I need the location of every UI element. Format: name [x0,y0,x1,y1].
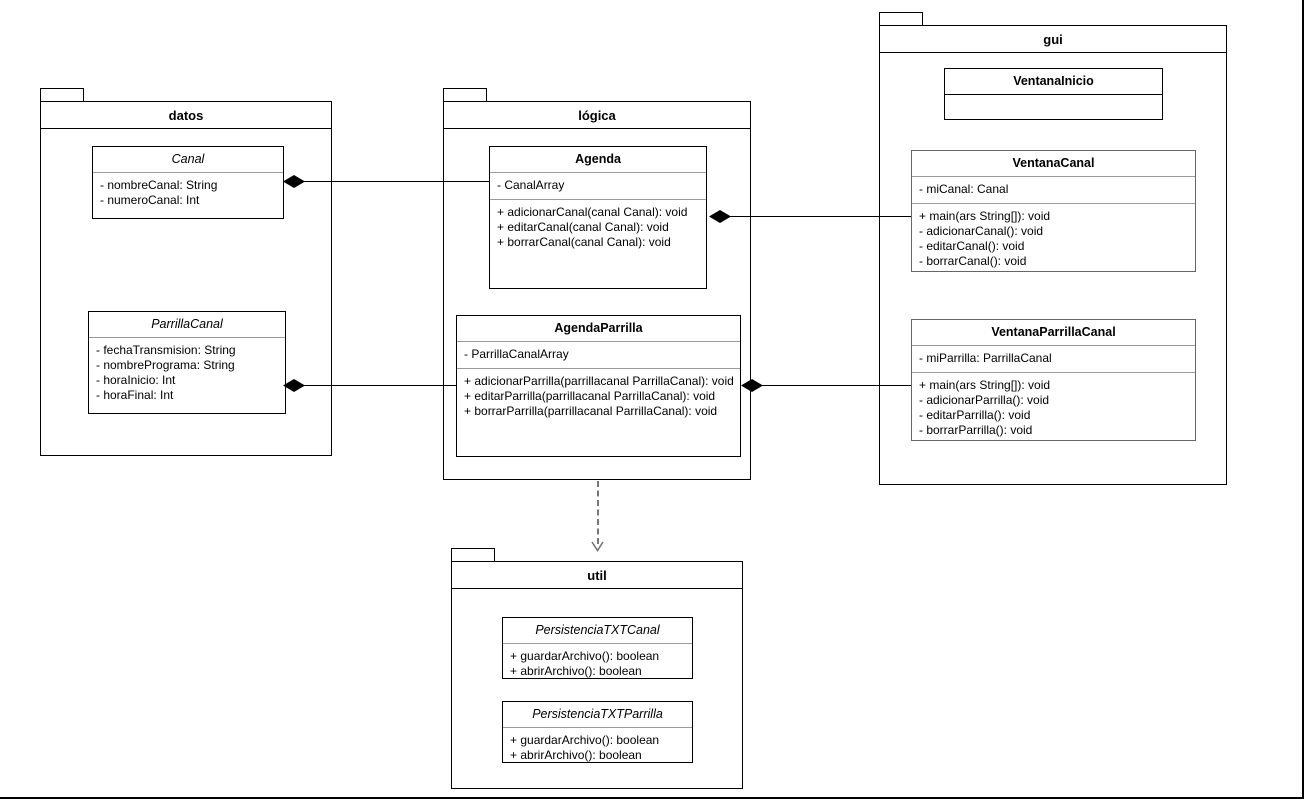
class-operation: + abrirArchivo(): boolean [510,664,642,678]
package-util[interactable]: util PersistenciaTXTCanal + guardarArchi… [451,548,743,789]
class-name-agenda: Agenda [575,152,621,166]
class-attribute: - horaInicio: Int [96,373,176,387]
package-title-datos: datos [41,102,331,129]
package-title-util: util [452,562,742,589]
class-attribute: - miParrilla: ParrillaCanal [919,351,1052,365]
class-attributes-ventanainicio [945,95,1162,120]
class-operation: - editarParrilla(): void [919,408,1031,422]
class-separator [93,172,283,173]
arrow-head-icon [591,541,604,552]
class-canal[interactable]: Canal - nombreCanal: String - numeroCana… [92,146,284,219]
class-operations-agendaparrilla: + adicionarParrilla(parrillacanal Parril… [457,369,740,425]
class-operation: + main(ars String[]): void [919,378,1051,392]
package-datos[interactable]: datos Canal - nombreCanal: String - nume… [40,88,332,456]
composition-diamond-parrillacanal [283,379,305,392]
class-parrillacanal[interactable]: ParrillaCanal - fechaTransmision: String… [88,311,286,414]
class-attribute: - miCanal: Canal [919,182,1009,196]
class-attributes-canal: - nombreCanal: String - numeroCanal: Int [93,173,283,214]
class-name-canal: Canal [171,152,205,166]
class-separator [457,368,740,369]
class-separator [945,94,1162,95]
class-operation: - borrarCanal(): void [919,254,1027,268]
class-separator [912,372,1195,373]
class-attributes-agenda: - CanalArray [490,173,706,199]
composition-diamond-canal [283,175,305,188]
class-operation: - editarCanal(): void [919,239,1025,253]
class-separator [503,727,692,728]
class-name-agendaparrilla: AgendaParrilla [554,321,643,335]
class-attributes-ventanaparrillacanal: - miParrilla: ParrillaCanal [912,346,1195,372]
composition-diamond-agenda [709,210,731,223]
package-tab-gui [879,12,923,26]
class-attributes-agendaparrilla: - ParrillaCanalArray [457,342,740,368]
package-tab-logica [443,88,487,102]
class-operation: - adicionarParrilla(): void [919,393,1050,407]
class-operation: + editarCanal(canal Canal): void [497,220,669,234]
composition-diamond-agendaparrilla [741,379,763,392]
class-operation: - borrarParrilla(): void [919,423,1033,437]
class-ventanainicio[interactable]: VentanaInicio [944,68,1163,120]
class-operation: + adicionarCanal(canal Canal): void [497,205,688,219]
class-name-parrillacanal: ParrillaCanal [151,317,223,331]
class-operations-agenda: + adicionarCanal(canal Canal): void + ed… [490,200,706,256]
class-operation: + editarParrilla(parrillacanal ParrillaC… [464,389,716,403]
class-attribute: - nombrePrograma: String [96,358,235,372]
connector-logica-util[interactable] [597,481,599,544]
class-separator [89,337,285,338]
class-operations-ventanacanal: + main(ars String[]): void - adicionarCa… [912,204,1195,275]
class-operations-ventanaparrillacanal: + main(ars String[]): void - adicionarPa… [912,373,1195,444]
class-separator [490,172,706,173]
class-agenda[interactable]: Agenda - CanalArray + adicionarCanal(can… [489,146,707,289]
package-gui[interactable]: gui VentanaInicio VentanaCanal - miCanal… [879,12,1227,485]
class-operation: + guardarArchivo(): boolean [510,649,660,663]
class-persistenciatxtcanal[interactable]: PersistenciaTXTCanal + guardarArchivo():… [502,617,693,679]
class-separator [912,176,1195,177]
class-attribute: - nombreCanal: String [100,178,218,192]
class-operation: + guardarArchivo(): boolean [510,733,660,747]
class-attributes-parrillacanal: - fechaTransmision: String - nombreProgr… [89,338,285,409]
class-separator [912,345,1195,346]
connector-agenda-ventanacanal[interactable] [730,216,911,217]
class-ventanacanal[interactable]: VentanaCanal - miCanal: Canal + main(ars… [911,150,1196,272]
class-operations-persistenciatxtparrilla: + guardarArchivo(): boolean + abrirArchi… [503,728,692,769]
connector-parrillacanal-agendaparrilla[interactable] [304,385,457,386]
class-attribute: - fechaTransmision: String [96,343,236,357]
connector-canal-agenda[interactable] [304,181,489,182]
class-operation: + main(ars String[]): void [919,209,1051,223]
package-logica[interactable]: lógica Agenda - CanalArray + adicionarCa… [443,88,751,480]
class-operations-persistenciatxtcanal: + guardarArchivo(): boolean + abrirArchi… [503,644,692,685]
class-ventanaparrillacanal[interactable]: VentanaParrillaCanal - miParrilla: Parri… [911,319,1196,441]
package-title-logica: lógica [444,102,750,129]
class-separator [457,341,740,342]
package-tab-util [451,548,495,562]
class-name-ventanaparrillacanal: VentanaParrillaCanal [991,325,1116,339]
class-persistenciatxtparrilla[interactable]: PersistenciaTXTParrilla + guardarArchivo… [502,701,693,763]
package-tab-datos [40,88,84,102]
class-separator [912,203,1195,204]
class-operation: + borrarParrilla(parrillacanal ParrillaC… [464,404,718,418]
class-operation: + adicionarParrilla(parrillacanal Parril… [464,374,734,388]
class-name-ventanainicio: VentanaInicio [1013,74,1094,88]
connector-agendaparrilla-ventanaparrillacanal[interactable] [762,385,911,386]
class-attribute: - CanalArray [497,178,565,192]
class-name-ventanacanal: VentanaCanal [1012,156,1095,170]
class-name-persistenciatxtcanal: PersistenciaTXTCanal [535,623,660,637]
class-operation: - adicionarCanal(): void [919,224,1044,238]
class-attribute: - ParrillaCanalArray [464,347,569,361]
class-agendaparrilla[interactable]: AgendaParrilla - ParrillaCanalArray + ad… [456,315,741,457]
class-separator [503,643,692,644]
class-attributes-ventanacanal: - miCanal: Canal [912,177,1195,203]
package-title-gui: gui [880,26,1226,53]
class-name-persistenciatxtparrilla: PersistenciaTXTParrilla [532,707,663,721]
class-operation: + borrarCanal(canal Canal): void [497,235,671,249]
class-operation: + abrirArchivo(): boolean [510,748,642,762]
class-separator [490,199,706,200]
class-attribute: - numeroCanal: Int [100,193,200,207]
class-attribute: - horaFinal: Int [96,388,174,402]
